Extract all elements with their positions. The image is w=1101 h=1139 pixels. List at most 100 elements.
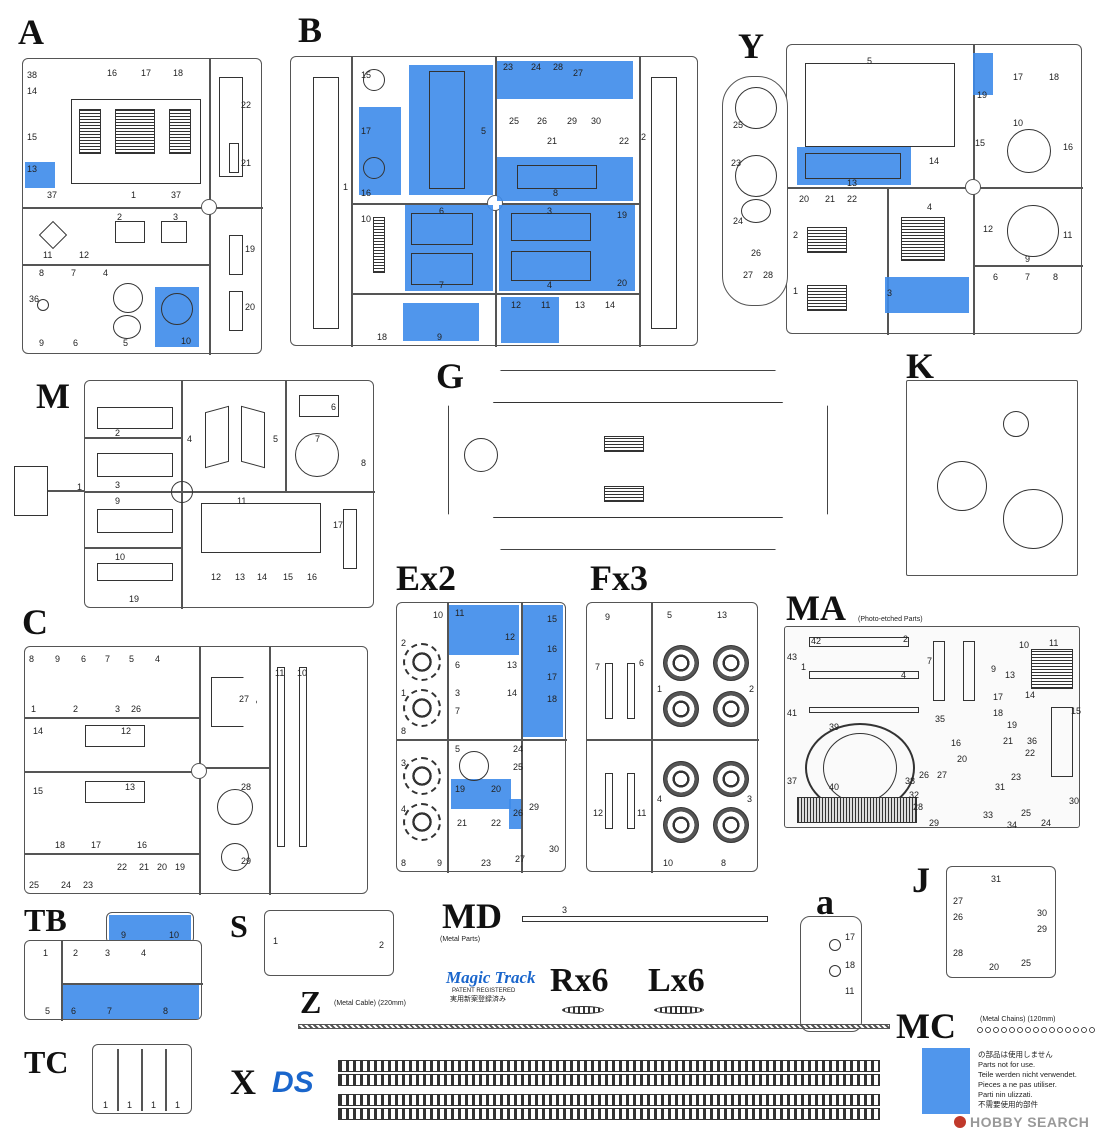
- sprue-a-small: 17 18 11: [800, 916, 862, 1032]
- part-num: 12: [79, 250, 90, 260]
- part-num: 21: [547, 136, 558, 146]
- part-num: 18: [993, 708, 1004, 718]
- part-num: 4: [927, 202, 933, 212]
- part-num: 37: [47, 190, 58, 200]
- part-num: 43: [787, 652, 798, 662]
- part-rx6-shape: [562, 1006, 604, 1014]
- part-num: 22: [1025, 748, 1036, 758]
- sprue-a-label: A: [18, 12, 44, 52]
- part-num: 19: [1007, 720, 1018, 730]
- sprue-m: 2 4 5 6 7 8 3 1 9 11 17 10 12 13 14 15 1…: [77, 380, 375, 609]
- part-num: 28: [913, 802, 924, 812]
- part-num: 7: [315, 434, 321, 444]
- part-num: 4: [401, 804, 407, 814]
- part-num: 27: [239, 694, 250, 704]
- part-num: 29: [529, 802, 540, 812]
- part-num: 17: [91, 840, 102, 850]
- sprue-tc-label: TC: [24, 1044, 69, 1080]
- sprue-tb-label: TB: [24, 902, 67, 938]
- part-num: 2: [793, 230, 799, 240]
- part-num: 8: [553, 188, 559, 198]
- part-num: 3: [115, 480, 121, 490]
- part-num: 25: [509, 116, 520, 126]
- part-num: 22: [847, 194, 858, 204]
- part-num: 38: [905, 776, 916, 786]
- sprue-m-arm: [14, 466, 48, 516]
- legend-swatch: [922, 1048, 970, 1114]
- part-mc-sublabel: (Metal Chains) (120mm): [980, 1016, 1056, 1023]
- part-num: 5: [481, 126, 487, 136]
- part-num: 3: [105, 948, 111, 958]
- part-num: 15: [33, 786, 44, 796]
- part-num: 3: [547, 206, 553, 216]
- part-num: 3: [747, 794, 753, 804]
- ds-logo: DS: [272, 1066, 314, 1099]
- part-num: 1: [43, 948, 49, 958]
- sprue-tb-top: 9 10: [106, 912, 194, 944]
- part-num: 4: [141, 948, 147, 958]
- part-num: 27: [953, 896, 964, 906]
- part-num: 23: [83, 880, 94, 890]
- part-num: 37: [787, 776, 798, 786]
- part-num: 25: [1021, 958, 1032, 968]
- sprue-a: 38 14 16 17 18 22 15 21 13 37 1 37 2 3 1…: [22, 58, 263, 355]
- part-num: 28: [553, 62, 564, 72]
- track-run-1: [338, 1060, 880, 1072]
- part-num: 8: [163, 1006, 169, 1016]
- part-num: 8: [401, 726, 407, 736]
- legend-text: の部品は使用しません Parts not for use. Teile werd…: [978, 1050, 1077, 1110]
- part-num: 23: [731, 158, 742, 168]
- part-num: 36: [1027, 736, 1038, 746]
- part-num: 9: [1025, 254, 1031, 264]
- part-num: 28: [241, 782, 252, 792]
- part-num: 22: [491, 818, 502, 828]
- part-num: 37: [171, 190, 182, 200]
- part-num: 10: [361, 214, 372, 224]
- part-num: 31: [995, 782, 1006, 792]
- part-num: 3: [173, 212, 179, 222]
- part-num: 1: [401, 688, 407, 698]
- part-num: 20: [957, 754, 968, 764]
- fret-ma: 42 2 10 11 43 1 4 7 9 13 15 41 17 35 18 …: [784, 626, 1081, 830]
- part-num: 9: [39, 338, 45, 348]
- part-num: 10: [663, 858, 674, 868]
- track-run-3: [338, 1094, 880, 1106]
- part-num: 6: [439, 206, 445, 216]
- part-num: 11: [541, 300, 551, 310]
- part-num: 19: [245, 244, 256, 254]
- part-z-cable: [298, 1024, 890, 1029]
- part-num: 16: [361, 188, 372, 198]
- sprue-b: 15 17 16 5 23 24 28 27 25 26 29 30 21 22…: [290, 56, 698, 347]
- part-num: 20: [617, 278, 628, 288]
- sprue-tc: 1 1 1 1: [92, 1044, 192, 1114]
- part-num: 25: [733, 120, 744, 130]
- part-x-label: X: [230, 1062, 256, 1102]
- part-num: 14: [257, 572, 268, 582]
- part-num: 30: [1037, 908, 1048, 918]
- sprue-ex2-label: Ex2: [396, 558, 457, 598]
- part-num: 26: [953, 912, 964, 922]
- sprue-s-label: S: [230, 908, 248, 944]
- sprue-ma-label: MA: [786, 588, 846, 628]
- part-num: 19: [129, 594, 140, 604]
- part-num: 16: [1063, 142, 1074, 152]
- part-num: 2: [401, 638, 407, 648]
- legend-line: の部品は使用しません: [978, 1050, 1053, 1059]
- part-num: 1: [151, 1100, 157, 1110]
- part-md-sublabel: (Metal Parts): [440, 936, 481, 943]
- part-num: 12: [505, 632, 516, 642]
- part-num: 7: [107, 1006, 113, 1016]
- part-num: 17: [845, 932, 856, 942]
- part-num: 13: [717, 610, 728, 620]
- part-num: 18: [1049, 72, 1060, 82]
- part-num: 8: [39, 268, 45, 278]
- part-num: 14: [929, 156, 940, 166]
- part-num: 6: [81, 654, 87, 664]
- part-num: 28: [953, 948, 964, 958]
- part-num: 23: [1011, 772, 1022, 782]
- part-num: 16: [547, 644, 558, 654]
- part-num: 25: [1021, 808, 1032, 818]
- part-num: 6: [73, 338, 79, 348]
- track-run-2: [338, 1074, 880, 1086]
- part-num: 4: [187, 434, 193, 444]
